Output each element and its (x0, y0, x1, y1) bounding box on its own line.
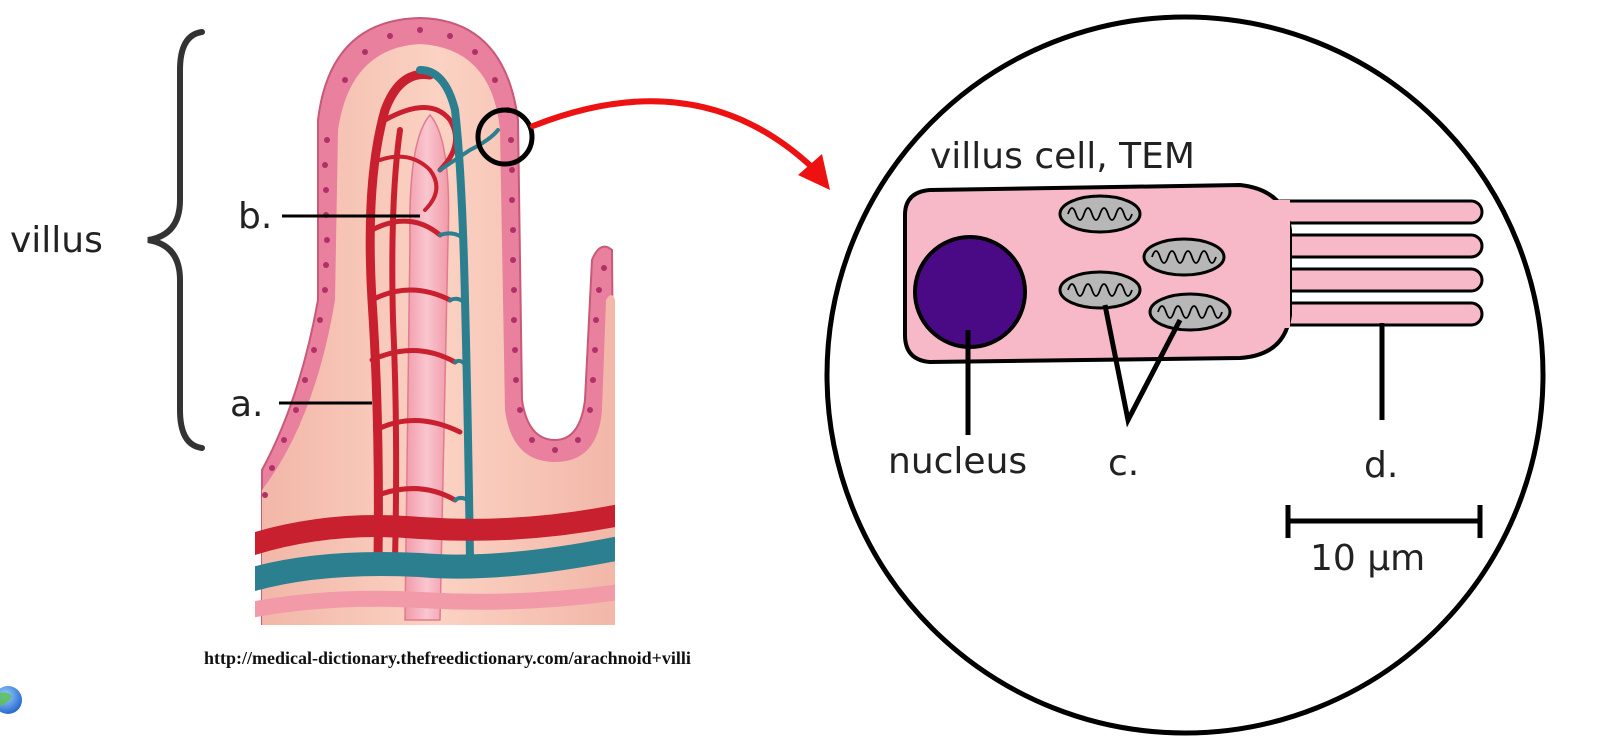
pointer-arrow (533, 101, 815, 170)
label-c: c. (1108, 443, 1139, 484)
tem-view-circle (827, 17, 1543, 733)
label-b: b. (238, 196, 272, 237)
villus-label: villus (10, 220, 103, 261)
mitochondrion (1060, 272, 1140, 308)
globe-icon (0, 686, 22, 714)
label-a: a. (230, 384, 264, 425)
mitochondrion (1150, 294, 1230, 330)
source-url: http://medical-dictionary.thefreediction… (204, 648, 691, 668)
lacteal (405, 115, 449, 620)
curly-bracket (148, 32, 202, 448)
label-d: d. (1364, 445, 1398, 486)
mitochondrion (1060, 196, 1140, 232)
nucleus-label: nucleus (888, 441, 1027, 482)
mitochondrion (1144, 239, 1224, 275)
scale-bar-label: 10 μm (1310, 538, 1425, 579)
villus-illustration (250, 18, 620, 625)
tem-title: villus cell, TEM (930, 136, 1195, 177)
